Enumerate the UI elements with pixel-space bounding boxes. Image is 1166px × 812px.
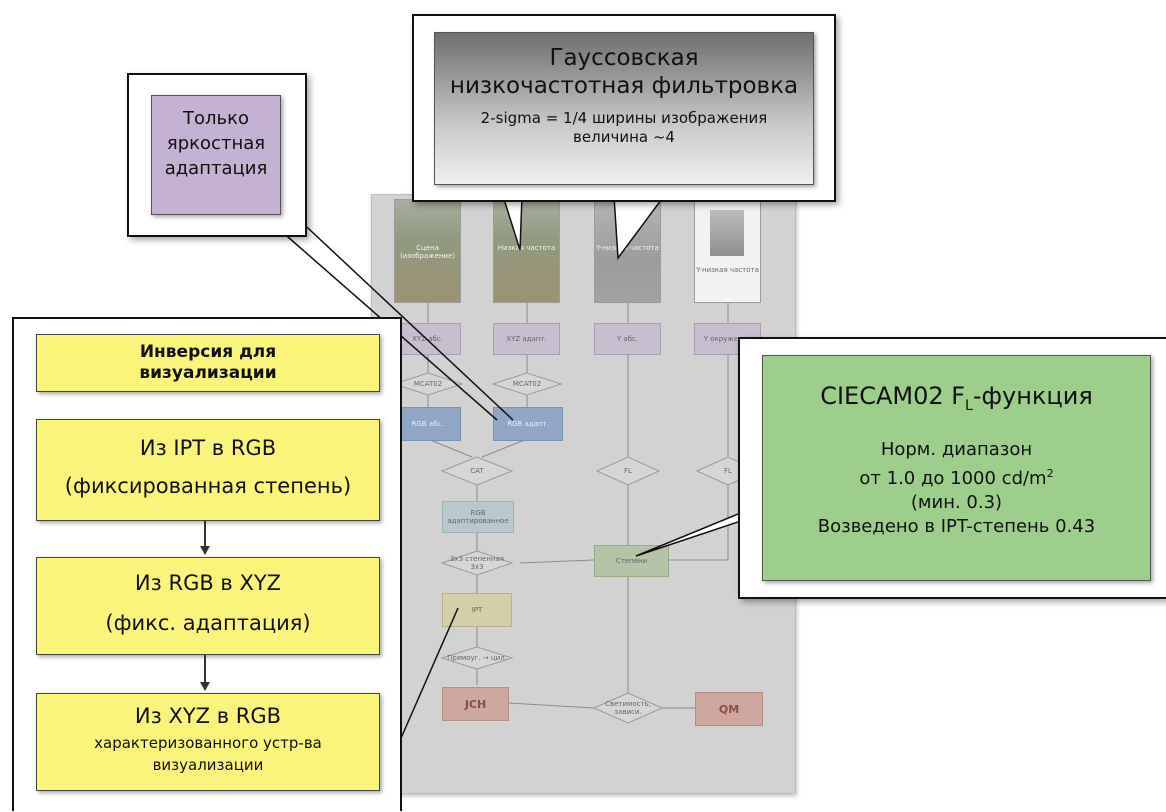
fl-line2-sup: 2 <box>1046 466 1054 480</box>
fl-line1: Норм. диапазон <box>880 438 1033 460</box>
fl-title-rest: -функция <box>972 382 1093 410</box>
node-y-abs: Y абс. <box>594 323 661 355</box>
diamond-shapes <box>392 372 761 724</box>
inversion-step1-line2: (фиксированная степень) <box>64 474 352 498</box>
callout-gaussian-filter: Гауссовская низкочастотная фильтровка 2-… <box>412 14 836 202</box>
inversion-step3-line3: визуализации <box>152 756 264 774</box>
inversion-step1-line1: Из IPT в RGB <box>139 436 277 460</box>
inversion-step2-line1: Из RGB в XYZ <box>134 571 282 595</box>
brightness-line3: адаптация <box>164 158 268 179</box>
fl-line3: (мин. 0.3) <box>910 491 1003 513</box>
fl-line2-main: от 1.0 до 1000 cd/m <box>859 467 1047 489</box>
node-ipt: IPT <box>442 593 512 627</box>
inversion-header-box: Инверсия для визуализации <box>36 334 380 392</box>
flow-diagram-panel: Сцена (изображение) Низкая частота Y-низ… <box>371 194 796 794</box>
fl-line2: от 1.0 до 1000 cd/m2 <box>763 462 1150 491</box>
thumb-label: Низкая частота <box>497 244 556 252</box>
gaussian-title-line2: низкочастотная фильтровка <box>449 73 799 99</box>
brightness-line1: Только <box>182 108 249 129</box>
y-low-freq-surround-thumbnail: Y-низкая частота <box>694 199 761 303</box>
fl-title: CIECAM02 FL-функция <box>763 382 1150 414</box>
node-cat: CAT <box>470 467 484 475</box>
inversion-step2-line2: (фикс. адаптация) <box>105 611 311 635</box>
inversion-arrow-1 <box>200 521 210 555</box>
scene-thumbnail: Сцена (изображение) <box>394 199 461 303</box>
brightness-line2: яркостная <box>166 133 266 154</box>
fl-title-main: CIECAM02 F <box>820 382 966 410</box>
thumb-label: Сцена (изображение) <box>399 244 456 260</box>
gaussian-filter-box: Гауссовская низкочастотная фильтровка 2-… <box>434 32 814 185</box>
gaussian-title-line1: Гауссовская <box>549 45 699 71</box>
callout-brightness-adaptation: Только яркостная адаптация <box>127 73 307 237</box>
node-brightness: Светимость, зависи. <box>605 700 651 716</box>
inversion-header-line1: Инверсия для <box>139 342 277 362</box>
fl-line4: Возведено в IPT-степень 0.43 <box>817 515 1096 537</box>
node-rect-to-cyl: Прямоуг. → цил. <box>447 654 507 662</box>
thumb-label: Y-низкая частота <box>596 244 659 252</box>
flow-connectors <box>427 299 729 709</box>
inversion-arrow-2 <box>200 655 210 691</box>
node-fl-2: FL <box>724 467 732 475</box>
brightness-adaptation-box: Только яркостная адаптация <box>151 95 281 215</box>
node-rgb-adapted: RGB адаптированное <box>442 501 514 533</box>
inversion-step1-box: Из IPT в RGB (фиксированная степень) <box>36 419 380 521</box>
gaussian-detail-line1: 2-sigma = 1/4 ширины изображения <box>480 109 768 127</box>
low-freq-thumbnail: Низкая частота <box>493 199 560 303</box>
inversion-step2-box: Из RGB в XYZ (фикс. адаптация) <box>36 557 380 655</box>
node-power-3x3: 3x3 степенная 3x3 <box>449 555 505 571</box>
inversion-step3-line2: характеризованного устр-ва <box>94 734 322 752</box>
inversion-header-line2: визуализации <box>139 363 277 383</box>
fl-title-sub: L <box>965 397 973 414</box>
callout-fl-function: CIECAM02 FL-функция Норм. диапазон от 1.… <box>738 337 1166 599</box>
fl-function-box: CIECAM02 FL-функция Норм. диапазон от 1.… <box>762 355 1151 581</box>
node-jch: JCH <box>442 687 509 721</box>
node-xyz-adapt: XYZ адапт. <box>493 323 560 355</box>
thumb-label: Y-низкая частота <box>696 266 759 274</box>
callout-inversion: Инверсия для визуализации Из IPT в RGB (… <box>12 317 402 811</box>
node-fl-1: FL <box>624 467 632 475</box>
inversion-step3-box: Из XYZ в RGB характеризованного устр-ва … <box>36 693 380 791</box>
node-mcat02-2: MCAT02 <box>512 380 542 388</box>
gaussian-detail-line2: величина ~4 <box>573 128 675 146</box>
node-mcat02-1: MCAT02 <box>413 380 443 388</box>
inversion-step3-line1: Из XYZ в RGB <box>134 704 282 728</box>
node-qm: QM <box>695 692 763 726</box>
node-powers: Степени <box>594 545 669 577</box>
node-rgb-abs: RGB абс. <box>394 407 461 441</box>
